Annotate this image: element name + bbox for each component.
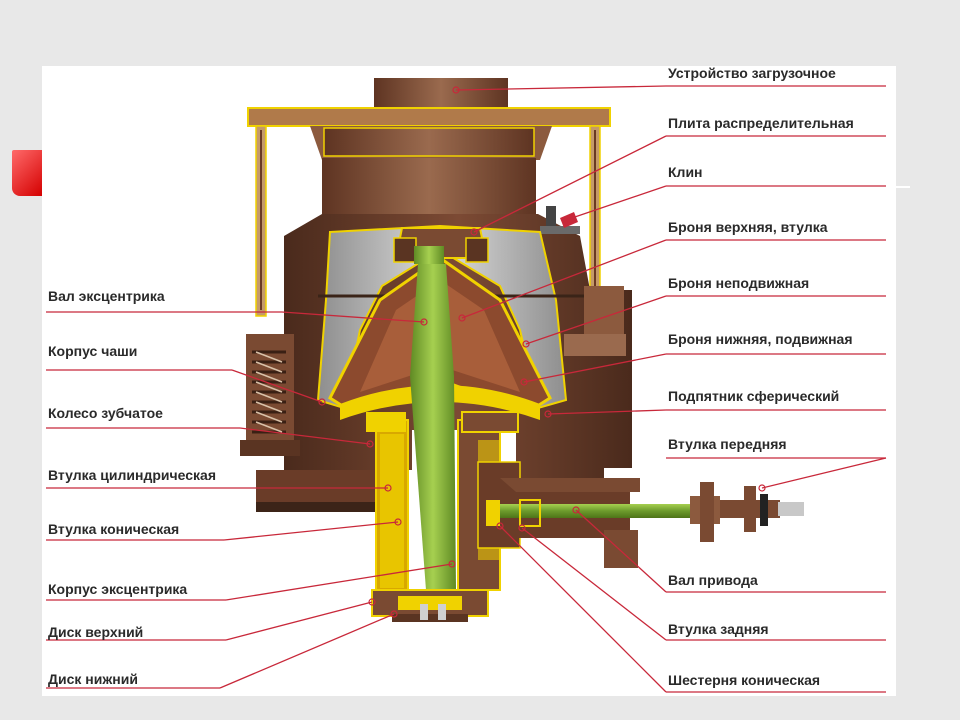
label-rear-bushing: Втулка задняя: [668, 621, 769, 637]
label-cylindrical-bushing: Втулка цилиндрическая: [48, 467, 216, 483]
label-wedge: Клин: [668, 164, 703, 180]
label-eccentric-housing: Корпус эксцентрика: [48, 581, 187, 597]
label-feed-device: Устройство загрузочное: [668, 65, 836, 81]
label-upper-armor: Броня верхняя, втулка: [668, 219, 828, 235]
label-gear-wheel: Колесо зубчатое: [48, 405, 163, 421]
leader-lines: [46, 85, 887, 693]
label-bowl-housing: Корпус чаши: [48, 343, 137, 359]
slide-accent-line: [888, 186, 910, 188]
label-upper-disk: Диск верхний: [48, 624, 143, 640]
label-spherical-bearing: Подпятник сферический: [668, 388, 839, 404]
label-drive-shaft: Вал привода: [668, 572, 758, 588]
label-lower-moving-armor: Броня нижняя, подвижная: [668, 331, 853, 347]
crusher-illustration: [240, 78, 804, 622]
label-lower-disk: Диск нижний: [48, 671, 138, 687]
label-eccentric-shaft: Вал эксцентрика: [48, 288, 165, 304]
label-conical-bushing: Втулка коническая: [48, 521, 179, 537]
label-bevel-pinion: Шестерня коническая: [668, 672, 820, 688]
right-labels: Устройство загрузочное Плита распределит…: [668, 65, 854, 688]
left-labels: Вал эксцентрика Корпус чаши Колесо зубча…: [48, 288, 216, 687]
slide-accent-marker: [12, 150, 42, 196]
label-distribution-plate: Плита распределительная: [668, 115, 854, 131]
label-fixed-armor: Броня неподвижная: [668, 275, 809, 291]
label-front-bushing: Втулка передняя: [668, 436, 787, 452]
